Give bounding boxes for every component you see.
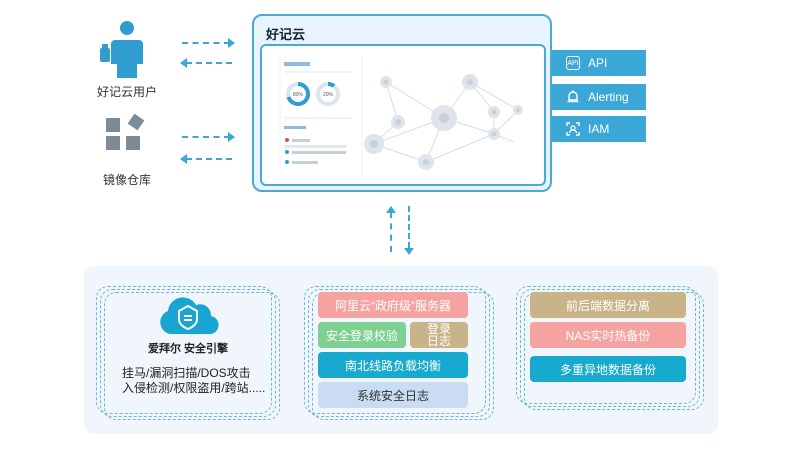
iam-icon (566, 122, 580, 136)
api-button[interactable]: API API (552, 50, 646, 76)
alerting-button[interactable]: Alerting (552, 84, 646, 110)
api-label: API (588, 56, 608, 70)
user-actor: 好记云用户 (82, 18, 172, 99)
repo-actor: 镜像仓库 (82, 112, 172, 187)
repository-icon (106, 113, 145, 150)
bell-icon (567, 90, 579, 103)
repo-label: 镜像仓库 (102, 173, 151, 187)
data-split-tag: 前后端数据分离 (530, 292, 686, 318)
login-check-tag: 安全登录校验 (318, 322, 406, 348)
iam-label: IAM (588, 122, 610, 136)
iam-button[interactable]: IAM (552, 116, 646, 142)
cloud-window: 好记云 80% 20% (252, 14, 552, 192)
engine-brand: 爱拜尔 安全引擎 (147, 343, 229, 355)
gov-server-tag: 阿里云“政府级”服务器 (318, 292, 468, 318)
gauge-1-value: 80% (293, 92, 304, 98)
user-icon (100, 21, 143, 78)
cloud-shield-icon (160, 297, 219, 335)
nas-backup-tag: NAS实时热备份 (530, 322, 686, 348)
dashboard-illustration: 80% 20% (279, 54, 523, 176)
engine-threats-line1: 挂马/漏洞扫描/DOS攻击 (122, 366, 251, 380)
load-balance-tag: 南北线路负载均衡 (318, 352, 468, 378)
gauge-2-value: 20% (323, 92, 334, 98)
user-label: 好记云用户 (96, 85, 157, 99)
cloud-title: 好记云 (266, 27, 306, 42)
alerting-label: Alerting (588, 90, 629, 104)
api-icon: API (566, 56, 580, 70)
remote-backup-tag: 多重异地数据备份 (530, 356, 686, 382)
cloud-dashboard-screen: 80% 20% (260, 44, 546, 186)
login-log-tag: 登录 日志 (410, 322, 468, 348)
system-log-tag: 系统安全日志 (318, 382, 468, 408)
engine-threats-line2: 入侵检测/权限盗用/跨站..... (122, 381, 266, 395)
